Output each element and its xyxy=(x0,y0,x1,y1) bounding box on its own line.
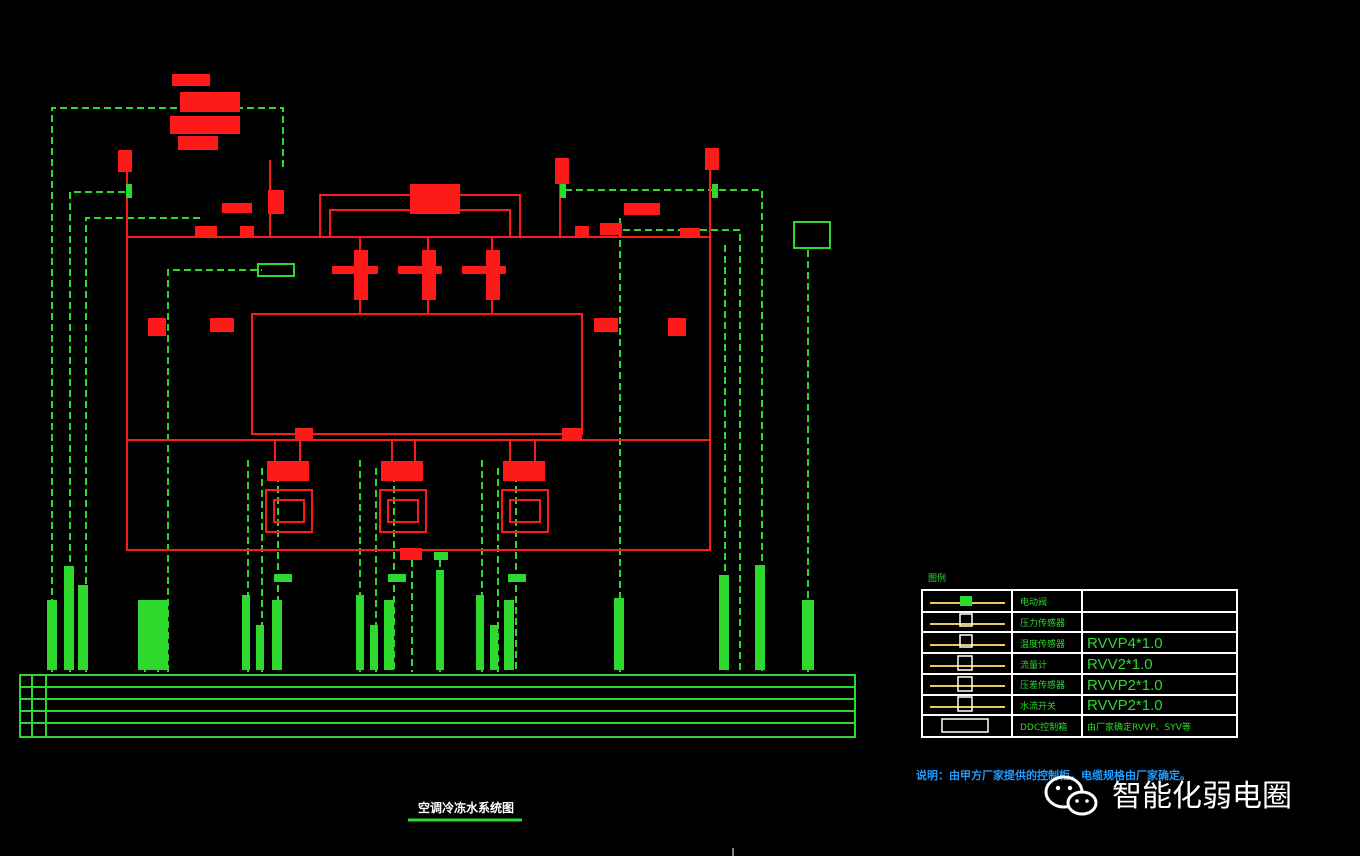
chiller-3 xyxy=(501,461,549,533)
legend-symbols xyxy=(930,596,1005,733)
legend-name-3: 温度传感器 xyxy=(1020,638,1065,650)
legend-heading: 图例 xyxy=(928,572,946,584)
watermark-text: 智能化弱电圈 xyxy=(1112,779,1292,814)
chiller-2 xyxy=(379,461,427,533)
chiller-units xyxy=(265,461,549,533)
legend-name-5: 压差传感器 xyxy=(1020,679,1065,691)
legend: 图例 电动阀 压 xyxy=(921,572,1238,738)
wechat-icon xyxy=(1044,775,1098,816)
legend-spec-3: RVVP4*1.0 xyxy=(1087,635,1163,652)
drawing-title: 空调冷冻水系统图 xyxy=(408,800,734,856)
legend-name-1: 电动阀 xyxy=(1020,596,1047,608)
legend-name-4: 流量计 xyxy=(1020,659,1047,671)
legend-name-6: 水流开关 xyxy=(1020,700,1056,712)
drawing-title-text: 空调冷冻水系统图 xyxy=(418,800,514,815)
legend-grid xyxy=(921,589,1238,738)
drawing-note: 说明：由甲方厂家提供的控制柜，电缆规格由厂家确定。 xyxy=(916,768,1191,782)
chiller-1 xyxy=(265,461,313,533)
legend-name-2: 压力传感器 xyxy=(1020,617,1065,629)
cable-tags xyxy=(47,565,814,670)
control-bus xyxy=(19,674,856,738)
legend-spec-7: 由厂家确定RVVP、SYV等 xyxy=(1087,721,1191,733)
legend-spec-6: RVVP2*1.0 xyxy=(1087,697,1163,714)
watermark: 智能化弱电圈 xyxy=(1044,775,1292,816)
sensors xyxy=(126,184,831,582)
pipe-equipment xyxy=(118,74,719,560)
legend-spec-5: RVVP2*1.0 xyxy=(1087,677,1163,694)
legend-name-7: DDC控制箱 xyxy=(1020,721,1067,733)
legend-spec-4: RVV2*1.0 xyxy=(1087,656,1153,673)
